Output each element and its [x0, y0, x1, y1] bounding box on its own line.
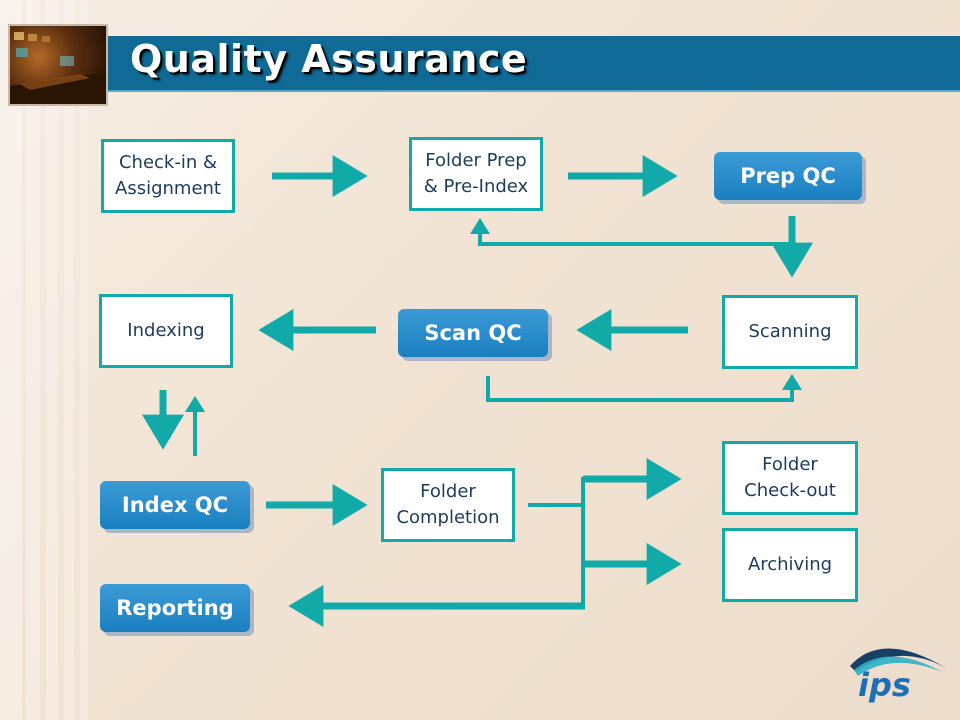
background-stripe — [0, 0, 22, 720]
node-folder-prep: Folder Prep & Pre-Index — [409, 137, 543, 211]
background-stripe — [64, 0, 74, 720]
background-stripe — [26, 0, 40, 720]
page-title: Quality Assurance — [130, 37, 528, 81]
background-stripe — [46, 0, 58, 720]
node-checkin: Check-in & Assignment — [101, 139, 235, 213]
ips-logo: ips — [842, 632, 950, 704]
arrow-scanqc-back-to-scanning — [486, 374, 802, 402]
arrow-prepqc-back-to-prep — [470, 218, 792, 246]
node-folder-completion: Folder Completion — [381, 468, 515, 542]
control-room-photo — [8, 24, 108, 106]
node-reporting: Reporting — [100, 584, 250, 632]
node-scanning: Scanning — [722, 295, 858, 369]
svg-text:ips: ips — [858, 666, 911, 704]
background-stripe — [80, 0, 88, 720]
node-prep-qc: Prep QC — [714, 152, 862, 200]
node-index-qc: Index QC — [100, 481, 250, 529]
title-bar — [100, 36, 960, 92]
node-indexing: Indexing — [99, 294, 233, 368]
node-scan-qc: Scan QC — [398, 309, 548, 357]
node-folder-checkout: Folder Check-out — [722, 441, 858, 515]
node-archiving: Archiving — [722, 528, 858, 602]
